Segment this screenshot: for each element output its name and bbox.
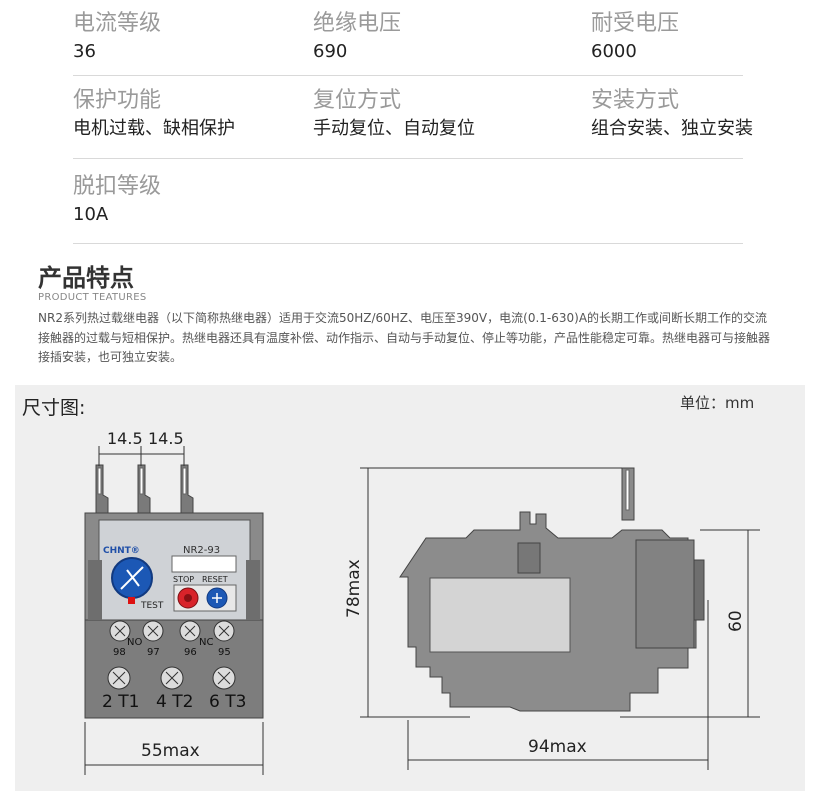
aux-terminal-98: 98: [113, 647, 126, 658]
divider: [73, 75, 743, 76]
brand-label: CHNT®: [103, 546, 140, 556]
spec-value: 10A: [73, 204, 109, 225]
no-label: NO: [127, 637, 142, 648]
aux-terminal-97: 97: [147, 647, 160, 658]
reset-label: RESET: [202, 575, 228, 584]
spec-value: 690: [313, 41, 348, 62]
aux-terminal-96: 96: [184, 647, 197, 658]
width-dimension-lines: [84, 722, 264, 775]
test-label: TEST: [140, 601, 164, 611]
features-body: NR2系列热过载继电器（以下简称热继电器）适用于交流50HZ/60HZ、电压至3…: [38, 311, 771, 364]
divider: [73, 243, 743, 244]
features-subtitle: PRODUCT TEATURES: [38, 292, 147, 303]
pitch-right-label: 14.5: [148, 429, 184, 448]
test-indicator[interactable]: [128, 597, 135, 604]
spec-value: 6000: [591, 41, 637, 62]
spec-value: 电机过载、缺相保护: [73, 118, 235, 139]
divider: [73, 158, 743, 159]
aux-terminal-95: 95: [218, 647, 231, 658]
terminal-pins: [95, 464, 194, 519]
side-view: 78max 60 94max: [344, 467, 760, 770]
dimension-unit: 单位：mm: [680, 394, 755, 412]
stop-label: STOP: [173, 575, 194, 584]
width-label: 55max: [141, 741, 200, 761]
body-height-label: 60: [726, 610, 746, 632]
spec-insulation-voltage: 绝缘电压 690: [313, 10, 401, 64]
spec-label: 保护功能: [73, 88, 162, 113]
spec-trip-class: 脱扣等级 10A: [73, 173, 161, 227]
features-title: 产品特点: [38, 264, 134, 292]
spec-installation-mode: 安装方式 组合安装、独立安装: [591, 87, 753, 141]
spec-label: 复位方式: [313, 88, 402, 113]
main-terminal-t2: 4 T2: [156, 692, 193, 712]
main-terminal-t3: 6 T3: [209, 692, 246, 712]
spec-label: 耐受电压: [591, 11, 680, 36]
spec-label: 脱扣等级: [73, 174, 162, 199]
spec-value: 组合安装、独立安装: [591, 118, 753, 139]
pitch-dimension-lines: [98, 446, 185, 466]
spec-withstand-voltage: 耐受电压 6000: [591, 10, 679, 64]
spec-label: 绝缘电压: [313, 11, 402, 36]
depth-dimension-lines: [407, 600, 709, 770]
nc-label: NC: [199, 637, 213, 648]
depth-label: 94max: [528, 737, 587, 757]
front-view: 14.5 14.5 CHNT® NR2-93 TEST STOP RESET: [84, 429, 264, 775]
body-height-dimension-lines: [620, 529, 760, 718]
spec-protection-function: 保护功能 电机过载、缺相保护: [73, 87, 235, 141]
pitch-left-label: 14.5: [107, 429, 143, 448]
spec-value: 36: [73, 41, 96, 62]
spec-label: 安装方式: [591, 88, 680, 113]
spec-reset-mode: 复位方式 手动复位、自动复位: [313, 87, 475, 141]
spec-value: 手动复位、自动复位: [313, 118, 475, 139]
spec-current-level: 电流等级 36: [73, 10, 161, 64]
model-label: NR2-93: [183, 545, 220, 556]
dimension-title: 尺寸图:: [22, 397, 86, 419]
total-height-label: 78max: [344, 559, 364, 618]
spec-label: 电流等级: [73, 11, 162, 36]
main-terminal-t1: 2 T1: [102, 692, 139, 712]
total-height-dimension-lines: [360, 467, 622, 718]
